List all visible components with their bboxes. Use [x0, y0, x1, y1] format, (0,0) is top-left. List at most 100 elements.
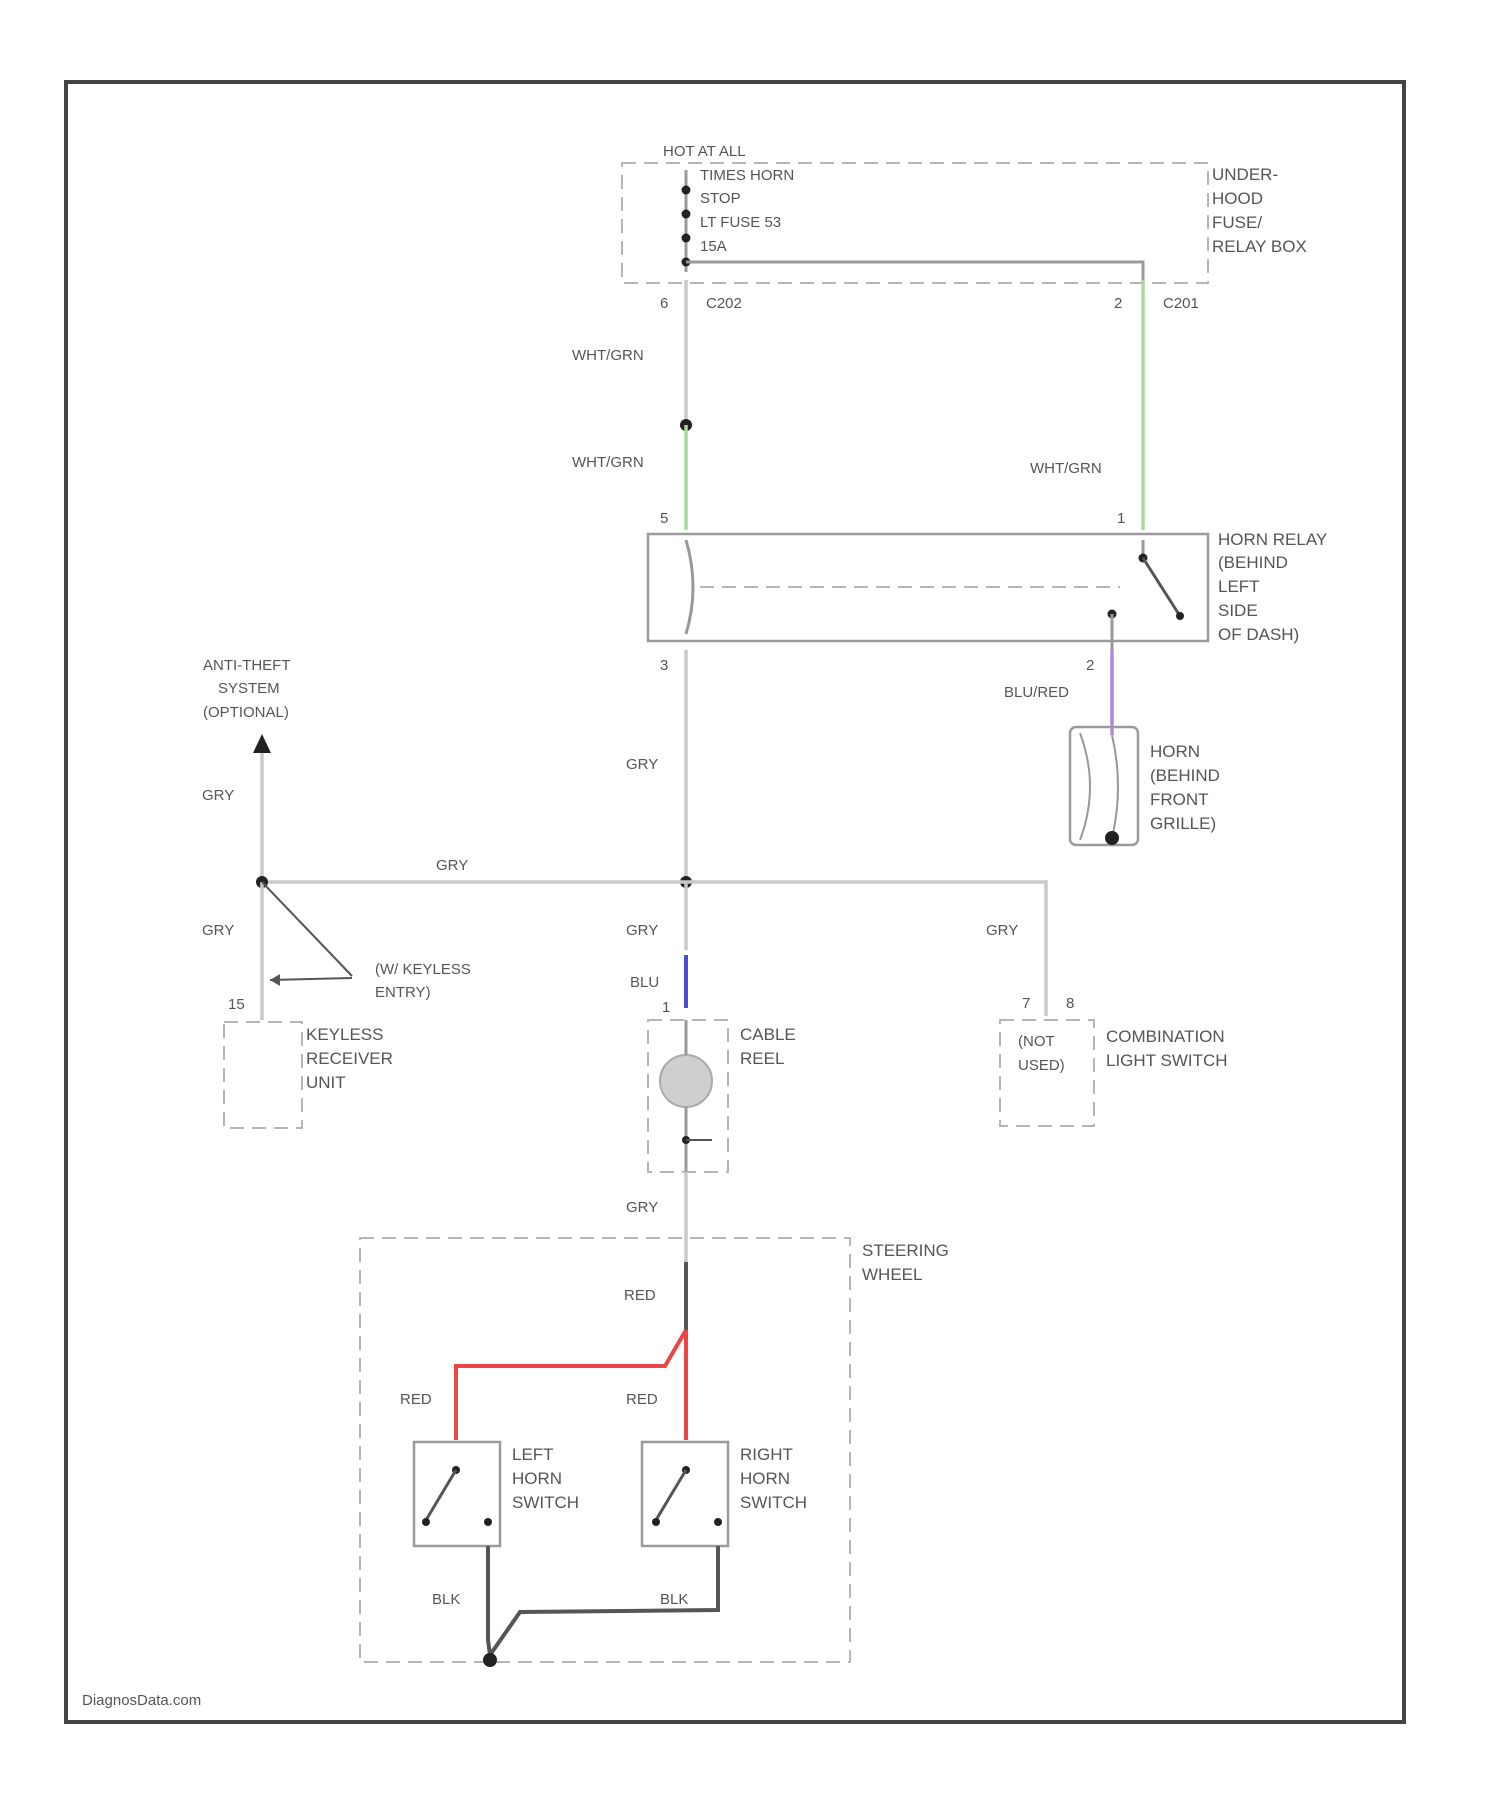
- fuse-pin-left: 6: [660, 295, 668, 312]
- cable-reel-name-line: REEL: [740, 1049, 784, 1068]
- switch-contact: [714, 1518, 722, 1526]
- relay-coil: [686, 540, 693, 634]
- right-horn-switch-name: RIGHT HORN SWITCH: [740, 1445, 807, 1512]
- anti-theft-line: ANTI-THEFT: [203, 657, 291, 674]
- wire-label: BLK: [432, 1591, 460, 1608]
- horn-body: [1070, 727, 1138, 845]
- fuse-box-name-line: HOOD: [1212, 189, 1263, 208]
- wire-label: GRY: [626, 756, 658, 773]
- steering-wheel-name-line: WHEEL: [862, 1265, 922, 1284]
- keyless-receiver-box: [224, 1022, 302, 1128]
- wire-label: GRY: [436, 857, 468, 874]
- horn-name-line: GRILLE): [1150, 814, 1216, 833]
- wire-label: WHT/GRN: [1030, 460, 1102, 477]
- relay-name-line: OF DASH): [1218, 625, 1299, 644]
- keyless-name-line: KEYLESS: [306, 1025, 384, 1044]
- fuse-box-name-line: RELAY BOX: [1212, 237, 1307, 256]
- relay-pin: 2: [1086, 657, 1094, 674]
- left-switch-name-line: LEFT: [512, 1445, 554, 1464]
- wire-label: BLU: [630, 974, 659, 991]
- combination-inner-line: (NOT: [1018, 1033, 1055, 1050]
- fuse-pin-right: 2: [1114, 295, 1122, 312]
- wire-label: GRY: [626, 922, 658, 939]
- steering-wheel-name: STEERING WHEEL: [862, 1241, 949, 1284]
- fuse-bus-wire: [686, 262, 1143, 280]
- relay-name-line: LEFT: [1218, 577, 1260, 596]
- keyless-note: (W/ KEYLESS ENTRY): [375, 961, 471, 1001]
- combination-pin: 7: [1022, 995, 1030, 1012]
- wire-label: GRY: [626, 1199, 658, 1216]
- ground-point: [483, 1653, 497, 1667]
- anti-theft-line: SYSTEM: [218, 680, 280, 697]
- relay-switch-arm: [1143, 558, 1180, 616]
- fuse-connector-left: C202: [706, 295, 742, 312]
- left-switch-name-line: HORN: [512, 1469, 562, 1488]
- relay-name-line: HORN RELAY: [1218, 530, 1327, 549]
- cable-reel-pin: 1: [662, 999, 670, 1016]
- wire-label: RED: [400, 1391, 432, 1408]
- horn-ground-point: [1105, 831, 1119, 845]
- anti-theft-label: ANTI-THEFT SYSTEM (OPTIONAL): [203, 657, 291, 721]
- diagram-frame: [66, 82, 1404, 1722]
- horn-relay-name: HORN RELAY (BEHIND LEFT SIDE OF DASH): [1218, 530, 1327, 644]
- arrow-icon: [270, 974, 280, 986]
- keyless-name-line: RECEIVER: [306, 1049, 393, 1068]
- fuse-box-name-line: UNDER-: [1212, 165, 1278, 184]
- cable-reel-icon: [660, 1055, 712, 1107]
- switch-contact: [652, 1518, 660, 1526]
- wire-label: RED: [624, 1287, 656, 1304]
- wire-label: WHT/GRN: [572, 347, 644, 364]
- wire-label: WHT/GRN: [572, 454, 644, 471]
- right-switch-name-line: SWITCH: [740, 1493, 807, 1512]
- horn-name-line: FRONT: [1150, 790, 1209, 809]
- fuse-terminal: [682, 186, 691, 195]
- horn-name: HORN (BEHIND FRONT GRILLE): [1150, 742, 1220, 833]
- keyless-note-line: ENTRY): [375, 984, 431, 1001]
- keyless-receiver-name: KEYLESS RECEIVER UNIT: [306, 1025, 393, 1092]
- right-horn-switch-box: [642, 1442, 728, 1546]
- wire-label: GRY: [986, 922, 1018, 939]
- relay-pin: 5: [660, 510, 668, 527]
- relay-pin: 1: [1117, 510, 1125, 527]
- fuse-label-line: TIMES HORN: [700, 167, 794, 184]
- horn-name-line: (BEHIND: [1150, 766, 1220, 785]
- switch-arm: [656, 1470, 686, 1520]
- relay-name-line: (BEHIND: [1218, 553, 1288, 572]
- horn-coil: [1112, 735, 1118, 838]
- watermark: DiagnosData.com: [82, 1692, 201, 1709]
- wire-label: BLK: [660, 1591, 688, 1608]
- fuse-terminal: [682, 234, 691, 243]
- combination-name-line: COMBINATION: [1106, 1027, 1225, 1046]
- left-horn-switch-box: [414, 1442, 500, 1546]
- steering-wheel-name-line: STEERING: [862, 1241, 949, 1260]
- combination-switch-name: COMBINATION LIGHT SWITCH: [1106, 1027, 1228, 1070]
- keyless-pin: 15: [228, 996, 245, 1013]
- combination-switch-inner: (NOT USED): [1018, 1033, 1065, 1074]
- cable-reel-name-line: CABLE: [740, 1025, 796, 1044]
- switch-contact: [422, 1518, 430, 1526]
- fuse-connector-right: C201: [1163, 295, 1199, 312]
- anti-theft-line: (OPTIONAL): [203, 704, 289, 721]
- right-switch-name-line: HORN: [740, 1469, 790, 1488]
- wire-blk-left: [488, 1546, 490, 1655]
- left-switch-name-line: SWITCH: [512, 1493, 579, 1512]
- fuse-label-line: LT FUSE 53: [700, 214, 781, 231]
- horn-bell: [1080, 733, 1090, 840]
- keyless-name-line: UNIT: [306, 1073, 346, 1092]
- relay-contact: [1176, 612, 1184, 620]
- fuse-label-line: STOP: [700, 190, 741, 207]
- wire-label: GRY: [202, 922, 234, 939]
- left-horn-switch-name: LEFT HORN SWITCH: [512, 1445, 579, 1512]
- wire-label: GRY: [202, 787, 234, 804]
- fuse-label-line: HOT AT ALL: [663, 143, 746, 160]
- cable-reel-name: CABLE REEL: [740, 1025, 796, 1068]
- switch-contact: [484, 1518, 492, 1526]
- fuse-relay-box-name: UNDER- HOOD FUSE/ RELAY BOX: [1212, 165, 1307, 256]
- relay-pin: 3: [660, 657, 668, 674]
- wire-red-left: [456, 1330, 686, 1440]
- option-indicator-line: [262, 882, 352, 976]
- combination-inner-line: USED): [1018, 1057, 1065, 1074]
- combination-name-line: LIGHT SWITCH: [1106, 1051, 1228, 1070]
- fuse-terminal: [682, 210, 691, 219]
